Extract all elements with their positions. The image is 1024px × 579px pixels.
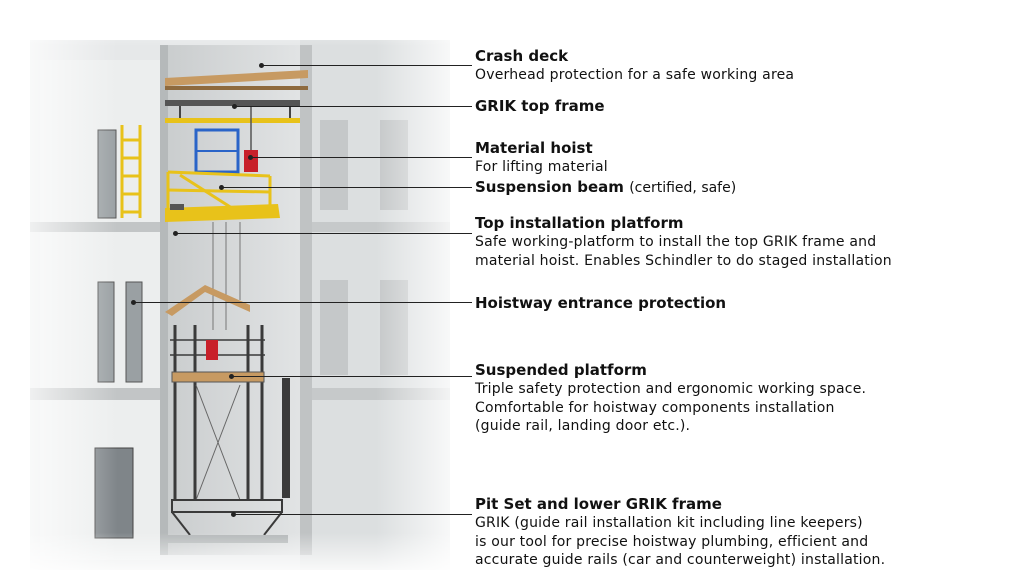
callout-desc: GRIK (guide rail installation kit includ…	[475, 515, 886, 569]
hoistway-illustration	[0, 0, 470, 579]
leader-crash-deck	[262, 65, 472, 66]
leader-suspension-beam	[222, 187, 472, 188]
leader-dot-crash-deck	[259, 63, 264, 68]
callout-material-hoist: Material hoist For lifting material	[475, 139, 1020, 177]
callout-desc: Safe working-platform to install the top…	[475, 234, 892, 269]
callout-desc: Triple safety protection and ergonomic w…	[475, 381, 867, 435]
callout-hoistway-entrance-protection: Hoistway entrance protection	[475, 294, 1020, 313]
leader-dot-hoistway-entrance-protection	[131, 300, 136, 305]
callout-title: Pit Set and lower GRIK frame	[475, 495, 722, 513]
callout-suspension-beam: Suspension beam (certified, safe)	[475, 178, 1020, 198]
callout-title: Hoistway entrance protection	[475, 294, 727, 312]
leader-suspended-platform	[232, 376, 472, 377]
leader-top-installation-platform	[176, 233, 472, 234]
callout-note: (certified, safe)	[629, 180, 737, 196]
callout-title: Suspended platform	[475, 361, 647, 379]
leader-hoistway-entrance-protection	[134, 302, 472, 303]
callout-desc: Overhead protection for a safe working a…	[475, 67, 795, 83]
callout-suspended-platform: Suspended platform Triple safety protect…	[475, 361, 1020, 436]
callout-title: Suspension beam	[475, 178, 624, 196]
leader-dot-grik-top-frame	[232, 104, 237, 109]
callout-title: Material hoist	[475, 139, 593, 157]
callout-top-installation-platform: Top installation platform Safe working-p…	[475, 214, 1020, 270]
callout-title: Top installation platform	[475, 214, 684, 232]
callout-grik-top-frame: GRIK top frame	[475, 97, 1020, 116]
leader-dot-material-hoist	[248, 155, 253, 160]
leader-dot-pit-set	[231, 512, 236, 517]
leader-dot-suspended-platform	[229, 374, 234, 379]
leader-pit-set	[234, 514, 472, 515]
leader-dot-top-installation-platform	[173, 231, 178, 236]
callout-title: GRIK top frame	[475, 97, 605, 115]
leader-material-hoist	[251, 157, 472, 158]
callout-crash-deck: Crash deck Overhead protection for a saf…	[475, 47, 1020, 85]
callout-pit-set: Pit Set and lower GRIK frame GRIK (guide…	[475, 495, 1020, 570]
callout-title: Crash deck	[475, 47, 569, 65]
callout-desc: For lifting material	[475, 159, 608, 175]
leader-dot-suspension-beam	[219, 185, 224, 190]
leader-grik-top-frame	[235, 106, 472, 107]
